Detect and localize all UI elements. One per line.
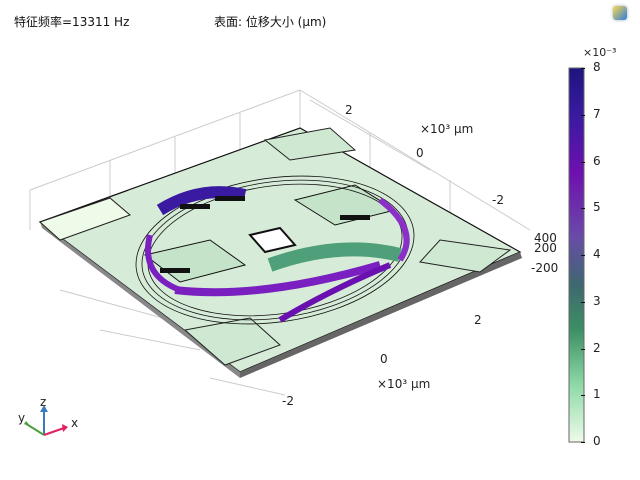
colorbar-tick-label: 5 xyxy=(593,200,601,215)
triad xyxy=(24,405,68,436)
colorbar-tick-mark xyxy=(581,114,585,116)
y-axis-unit: ×10³ μm xyxy=(420,122,474,136)
colorbar-multiplier: ×10⁻³ xyxy=(583,46,617,59)
colorbar-tick-label: 6 xyxy=(593,153,601,168)
colorbar-tick-mark xyxy=(581,348,585,350)
y-tick: 2 xyxy=(345,103,353,117)
colorbar-tick-mark xyxy=(581,301,585,303)
triad-z-label: z xyxy=(40,395,47,409)
mems-structure xyxy=(38,127,522,378)
y-tick: -2 xyxy=(492,193,504,207)
colorbar-tick-mark xyxy=(581,161,585,163)
y-tick: 0 xyxy=(416,146,424,160)
z-tick: 200 xyxy=(534,241,557,255)
colorbar-tick-label: 7 xyxy=(593,106,601,121)
colorbar-tick-mark xyxy=(581,208,585,210)
eigenfrequency-label: 特征频率=13311 Hz xyxy=(14,15,130,29)
colorbar-tick-label: 3 xyxy=(593,293,601,308)
colorbar-tick-mark xyxy=(581,68,585,69)
x-tick: 2 xyxy=(474,313,482,327)
x-tick: 0 xyxy=(380,352,388,366)
colorbar-tick-label: 4 xyxy=(593,247,601,261)
x-tick: -2 xyxy=(282,394,294,408)
z-tick: -200 xyxy=(531,261,559,275)
triad-x-label: x xyxy=(71,416,79,430)
colorbar-tick-label: 0 xyxy=(593,434,601,448)
graphics-icon[interactable] xyxy=(613,6,627,20)
colorbar-tick-mark xyxy=(581,395,585,397)
x-axis-unit: ×10³ μm xyxy=(377,377,431,391)
z-tick: 400 xyxy=(534,231,557,245)
colorbar-tick-label: 8 xyxy=(593,60,601,74)
colorbar-tick-mark xyxy=(581,255,585,256)
colorbar-tick-mark xyxy=(581,442,585,443)
plot-title: 表面: 位移大小 (μm) xyxy=(214,15,327,29)
colorbar-tick-label: 2 xyxy=(593,340,601,355)
triad-y-label: y xyxy=(18,411,26,425)
grid-lines xyxy=(29,89,531,396)
colorbar-tick-label: 1 xyxy=(593,387,601,402)
